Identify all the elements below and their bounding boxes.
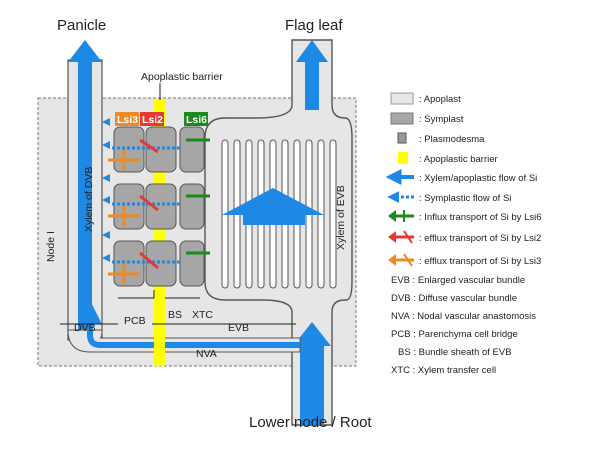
panicle-flow-shaft	[78, 55, 92, 335]
abbr-evb: EVB : Enlarged vascular bundle	[391, 275, 525, 286]
lsi2-efflux-arrow	[388, 230, 414, 244]
apoplastic-barrier-swatch	[398, 152, 408, 164]
abbr-bs: BS : Bundle sheath of EVB	[398, 347, 512, 358]
lsi2-tag-bg	[140, 112, 164, 126]
legend-symplast: : Symplast	[419, 114, 464, 125]
legend-barrier: : Apoplastic barrier	[419, 154, 498, 165]
region-brackets	[60, 290, 296, 325]
xylem-dvb-label: Xylem of DVB	[83, 167, 95, 232]
abbr-pcb: PCB : Parenchyma cell bridge	[391, 329, 518, 340]
xtc-label: XTC	[192, 309, 213, 321]
abbreviations: EVB : Enlarged vascular bundle DVB : Dif…	[391, 275, 536, 376]
apoplastic-barrier-strip	[154, 100, 165, 366]
pcb-label: PCB	[124, 315, 146, 327]
flag-leaf-label: Flag leaf	[285, 17, 343, 34]
apoplast-swatch	[390, 92, 414, 105]
flag-leaf-flow-arrowhead	[296, 40, 328, 62]
node-i-label: Node I	[45, 231, 57, 262]
abbr-nva: NVA : Nodal vascular anastomosis	[391, 311, 536, 322]
lsi3-tag: Lsi3	[117, 114, 138, 126]
nva-label: NVA	[196, 348, 217, 360]
lower-node-root-label: Lower node / Root	[249, 414, 372, 431]
dvb-label: DVB	[74, 322, 96, 334]
panicle-label: Panicle	[57, 17, 106, 34]
legend-lsi6: : Influx transport of Si by Lsi6	[419, 212, 542, 223]
panicle-flow-arrowhead	[68, 40, 102, 62]
nva-flow-arrow	[78, 300, 300, 348]
symplast-swatch	[390, 112, 414, 125]
lsi6-tag-bg	[184, 112, 208, 126]
root-flow-arrowhead	[293, 322, 331, 346]
evb-flow-arrow	[222, 188, 324, 225]
lsi2-tag: Lsi2	[142, 114, 163, 126]
evb-label: EVB	[228, 322, 249, 334]
root-flow-shaft	[300, 340, 324, 426]
plasmodesma-symbol	[397, 132, 407, 144]
apoplastic-barrier-label: Apoplastic barrier	[141, 71, 223, 83]
lsi6-tag: Lsi6	[186, 114, 207, 126]
legend-lsi2: : efflux transport of Si by Lsi2	[419, 233, 541, 244]
abbr-dvb: DVB : Diffuse vascular bundle	[391, 293, 517, 304]
abbr-xtc: XTC : Xylem transfer cell	[391, 365, 496, 376]
legend: : Apoplast : Symplast : Plasmodesma : Ap…	[385, 92, 542, 267]
legend-lsi3: : efflux transport of Si by Lsi3	[419, 256, 541, 267]
legend-symplastic-flow: : Symplastic flow of Si	[419, 193, 511, 204]
flag-leaf-flow-shaft	[305, 55, 319, 110]
xylem-evb-label: Xylem of EVB	[335, 185, 347, 250]
transport-arrows	[108, 138, 210, 284]
legend-plasmodesma: : Plasmodesma	[419, 134, 485, 145]
legend-apoplast: : Apoplast	[419, 94, 461, 105]
dvb-inflow-arrows	[102, 118, 110, 262]
lsi6-influx-arrow	[388, 210, 414, 222]
lsi3-tag-bg	[115, 112, 139, 126]
lsi3-efflux-arrow	[388, 253, 414, 267]
legend-xylem-flow: : Xylem/apoplastic flow of Si	[419, 173, 537, 184]
bs-label: BS	[168, 309, 182, 321]
